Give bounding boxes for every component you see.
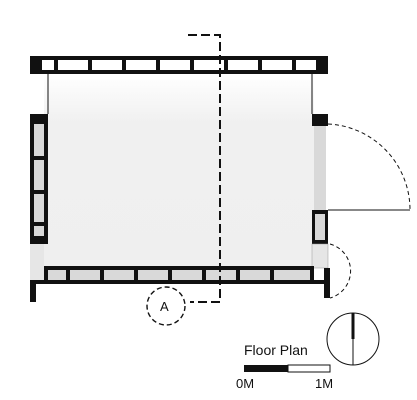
bottom-window-mullion bbox=[66, 270, 70, 280]
top-window-mullion bbox=[190, 60, 194, 70]
bottom-window-mullion bbox=[168, 270, 172, 280]
scale-start-label: 0M bbox=[236, 376, 255, 391]
main-door-swing-icon bbox=[327, 123, 411, 211]
top-window-mullion bbox=[88, 60, 92, 70]
left-wall bbox=[30, 74, 49, 244]
north-arrow-icon bbox=[326, 312, 380, 366]
secondary-door-swing-icon bbox=[328, 243, 352, 299]
top-window-mullion bbox=[292, 60, 296, 70]
top-window-mullion bbox=[54, 60, 58, 70]
bottom-wall bbox=[30, 244, 324, 302]
bottom-window-mullion bbox=[270, 270, 274, 280]
top-window-mullion bbox=[156, 60, 160, 70]
section-marker-label: A bbox=[160, 299, 169, 314]
bottom-window-mullion bbox=[134, 270, 138, 280]
drawing-title: Floor Plan bbox=[244, 342, 308, 358]
floor-slab bbox=[44, 74, 314, 270]
scale-end-label: 1M bbox=[315, 376, 334, 391]
bottom-window-mullion bbox=[236, 270, 240, 280]
scale-bar bbox=[244, 364, 331, 373]
top-window-mullion bbox=[224, 60, 228, 70]
right-wall bbox=[311, 74, 330, 298]
top-wall bbox=[30, 56, 328, 74]
top-window-mullion bbox=[258, 60, 262, 70]
section-cut-line bbox=[188, 34, 221, 303]
bottom-window-mullion bbox=[100, 270, 104, 280]
top-window-mullion bbox=[122, 60, 126, 70]
bottom-window-mullion bbox=[202, 270, 206, 280]
section-marker-icon bbox=[146, 286, 186, 326]
